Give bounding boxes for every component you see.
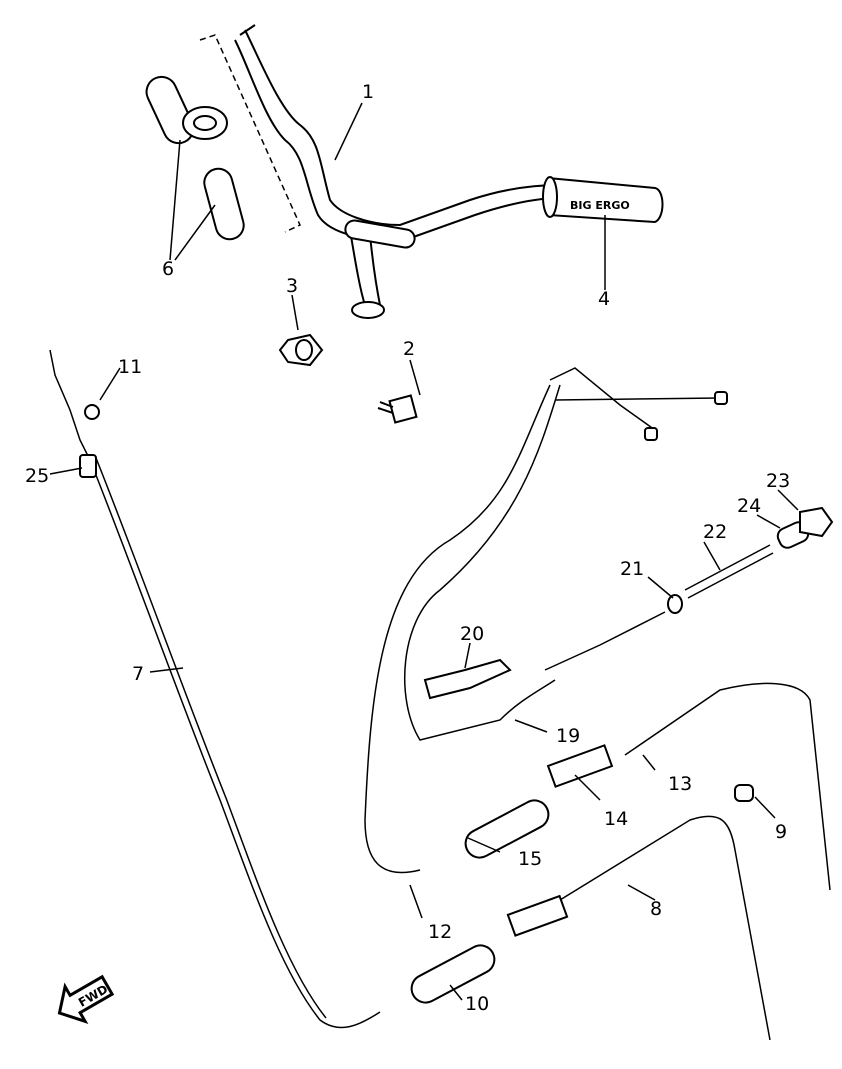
callout-8: 8 — [650, 898, 662, 920]
cover-15 — [464, 799, 550, 859]
callout-11: 11 — [118, 356, 142, 378]
callout-2: 2 — [403, 338, 415, 360]
bolt-2 — [377, 394, 418, 424]
callout-21: 21 — [620, 558, 644, 580]
callout-12: 12 — [428, 921, 452, 943]
fwd-arrow-icon: FWD — [57, 974, 115, 1024]
holder-20 — [423, 658, 512, 700]
connector-14 — [546, 744, 614, 788]
cap-9 — [734, 784, 754, 802]
callout-6: 6 — [162, 258, 174, 280]
callout-labels: 1 2 3 4 6 7 8 9 10 11 12 13 14 15 19 20 … — [25, 81, 790, 1015]
callout-3: 3 — [286, 275, 298, 297]
callout-23: 23 — [766, 470, 790, 492]
washer-21 — [667, 594, 683, 614]
callout-4: 4 — [598, 288, 610, 310]
callout-24: 24 — [737, 495, 761, 517]
cable-13-8 — [559, 682, 831, 1041]
callout-22: 22 — [703, 521, 727, 543]
left-grip-set — [145, 34, 301, 241]
nut-23 — [799, 506, 834, 538]
screw-11 — [84, 404, 100, 420]
nut-3 — [278, 333, 324, 367]
leader-lines — [49, 102, 799, 1001]
callout-7: 7 — [132, 663, 144, 685]
spring-22 — [684, 544, 774, 599]
callout-25: 25 — [25, 465, 49, 487]
cable-inner-19 — [544, 611, 666, 671]
callout-9: 9 — [775, 821, 787, 843]
cable-7 — [49, 349, 381, 1029]
cover-10 — [410, 944, 496, 1004]
callout-1: 1 — [362, 81, 374, 103]
callout-19: 19 — [556, 725, 580, 747]
connector-8 — [506, 894, 569, 937]
callout-10: 10 — [465, 993, 489, 1015]
cable-12-19 — [364, 367, 728, 874]
callout-14: 14 — [604, 808, 628, 830]
callout-13: 13 — [668, 773, 692, 795]
callout-20: 20 — [460, 623, 484, 645]
handlebar — [234, 24, 561, 319]
grip-text: BIG ERGO — [570, 199, 630, 212]
right-grip: BIG ERGO — [542, 176, 664, 224]
callout-15: 15 — [518, 848, 542, 870]
